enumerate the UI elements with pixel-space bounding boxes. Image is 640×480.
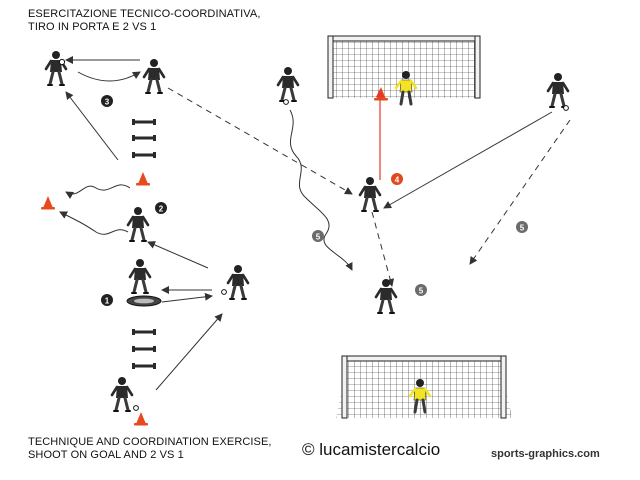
svg-text:3: 3	[105, 98, 110, 107]
step-badge-3: 3	[101, 95, 113, 107]
step-badge-2: 2	[155, 202, 167, 214]
title-italian: ESERCITAZIONE TECNICO-COORDINATIVA, TIRO…	[28, 8, 260, 34]
player-icon	[126, 205, 150, 243]
player-icon	[110, 375, 134, 413]
player-icon	[546, 71, 570, 109]
player-icon	[44, 49, 68, 87]
svg-text:5: 5	[316, 233, 321, 242]
title-english: TECHNIQUE AND COORDINATION EXERCISE, SHO…	[28, 436, 272, 462]
hurdles-upper	[132, 119, 156, 158]
step-badge-5b: 5	[516, 221, 528, 233]
brand-link[interactable]: sports-graphics.com	[491, 448, 600, 460]
title-english-line1: TECHNIQUE AND COORDINATION EXERCISE,	[28, 436, 272, 448]
step-badge-5c: 5	[415, 284, 427, 296]
title-italian-line2: TIRO IN PORTA E 2 VS 1	[28, 21, 157, 33]
step-badge-5a: 5	[312, 230, 324, 242]
cone-icon	[136, 172, 150, 186]
svg-text:5: 5	[520, 224, 525, 233]
step-badge-1: 1	[101, 294, 113, 306]
player-icon	[142, 57, 166, 95]
player-icon	[226, 263, 250, 301]
svg-text:5: 5	[419, 287, 424, 296]
step-badge-4: 4	[391, 173, 403, 185]
player-icon	[276, 65, 300, 103]
player-icon	[128, 257, 152, 295]
svg-text:2: 2	[159, 205, 164, 214]
title-english-line2: SHOOT ON GOAL AND 2 VS 1	[28, 449, 184, 461]
svg-text:4: 4	[395, 176, 400, 185]
run-paths	[59, 71, 353, 271]
copyright-text: © lucamistercalcio	[302, 440, 441, 459]
title-italian-line1: ESERCITAZIONE TECNICO-COORDINATIVA,	[28, 8, 261, 20]
cone-icon	[41, 196, 55, 210]
coordination-ring	[126, 295, 162, 307]
dashed-arrows	[167, 87, 571, 287]
cone-icon	[134, 412, 148, 426]
balls	[58, 58, 569, 411]
svg-text:1: 1	[105, 297, 110, 306]
hurdles-lower	[132, 329, 156, 369]
player-icon	[374, 277, 398, 315]
pass-arrows	[65, 56, 553, 391]
player-icon	[358, 175, 382, 213]
